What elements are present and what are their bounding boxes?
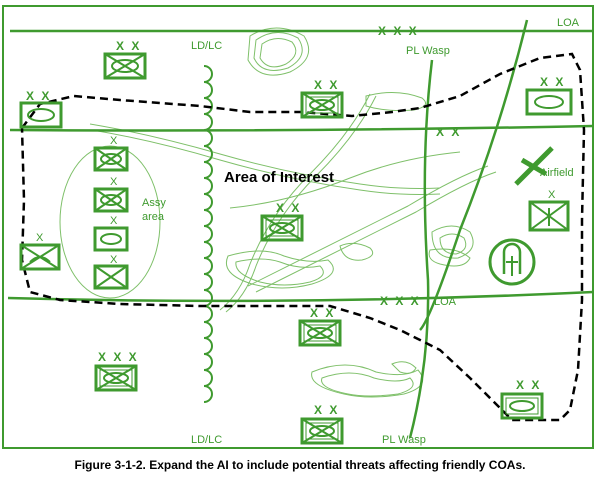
- echelon-unit-h: X X: [314, 403, 339, 417]
- map-frame: [2, 5, 594, 449]
- echelon-brigade-3: X: [110, 215, 118, 227]
- echelon-brigade-1: X: [110, 135, 118, 147]
- mechanized-infantry-unit-icon: [260, 214, 304, 242]
- echelon-brigade-5: X: [36, 232, 44, 244]
- armor-unit-icon: [500, 392, 544, 420]
- echelon-unit-b: X X: [26, 89, 51, 103]
- echelon-brigade-2: X: [110, 176, 118, 188]
- mechanized-infantry-unit-icon: [93, 187, 129, 213]
- airborne-unit-icon: [19, 243, 61, 271]
- mechanized-infantry-unit-icon: [300, 91, 344, 119]
- armor-unit-icon: [93, 226, 129, 252]
- loa-label-top: LOA: [557, 17, 580, 29]
- mechanized-infantry-unit-icon: [94, 364, 138, 392]
- terrain-contours: [226, 27, 474, 398]
- armor-unit-icon: [525, 88, 573, 116]
- pl-wasp-label-top: PL Wasp: [406, 45, 450, 57]
- airfield-label: Airfield: [540, 167, 574, 179]
- loa-line-mid: [7, 290, 594, 303]
- assembly-area: [59, 145, 161, 299]
- mechanized-infantry-unit-icon: [298, 319, 342, 347]
- ld-lc-label-top: LD/LC: [191, 40, 222, 52]
- mechanized-infantry-unit-icon: [93, 146, 129, 172]
- boundary-line-upper: [9, 124, 594, 132]
- echelon-unit-g: X X X: [98, 350, 139, 364]
- aviation-support-icon: [488, 238, 536, 286]
- area-of-interest-label: Area of Interest: [224, 169, 334, 186]
- echelon-brigade-6: X: [548, 189, 556, 201]
- armor-unit-icon: [19, 101, 63, 129]
- streams: [89, 93, 497, 313]
- diagonal-boundary: [419, 19, 529, 331]
- echelon-unit-d: X X: [540, 75, 565, 89]
- echelon-loa-mid: X X X: [380, 294, 421, 308]
- pl-wasp-line: [408, 59, 434, 439]
- assy-area-label-2: area: [142, 211, 165, 223]
- airfield-icon: [514, 146, 554, 186]
- echelon-unit-e: X X: [276, 201, 301, 215]
- mechanized-infantry-unit-icon: [300, 417, 344, 445]
- echelon-brigade-4: X: [110, 254, 118, 266]
- echelon-unit-i: X X: [516, 378, 541, 392]
- echelon-boundary: X X: [436, 125, 461, 139]
- figure-caption: Figure 3-1-2. Expand the AI to include p…: [74, 458, 526, 472]
- loa-label-mid: LOA: [434, 296, 457, 308]
- echelon-unit-c: X X: [314, 78, 339, 92]
- pl-wasp-label-bottom: PL Wasp: [382, 434, 426, 446]
- echelon-loa-top: X X X: [378, 24, 419, 38]
- infantry-unit-icon: [528, 200, 570, 232]
- assy-area-label-1: Assy: [142, 197, 166, 209]
- echelon-unit-a: X X: [116, 39, 141, 53]
- area-of-interest-boundary: [20, 52, 586, 422]
- infantry-unit-icon: [93, 264, 129, 290]
- mechanized-infantry-unit-icon: [103, 52, 147, 80]
- ld-lc-line: [203, 65, 213, 403]
- ld-lc-label-bottom: LD/LC: [191, 434, 222, 446]
- echelon-unit-f: X X: [310, 306, 335, 320]
